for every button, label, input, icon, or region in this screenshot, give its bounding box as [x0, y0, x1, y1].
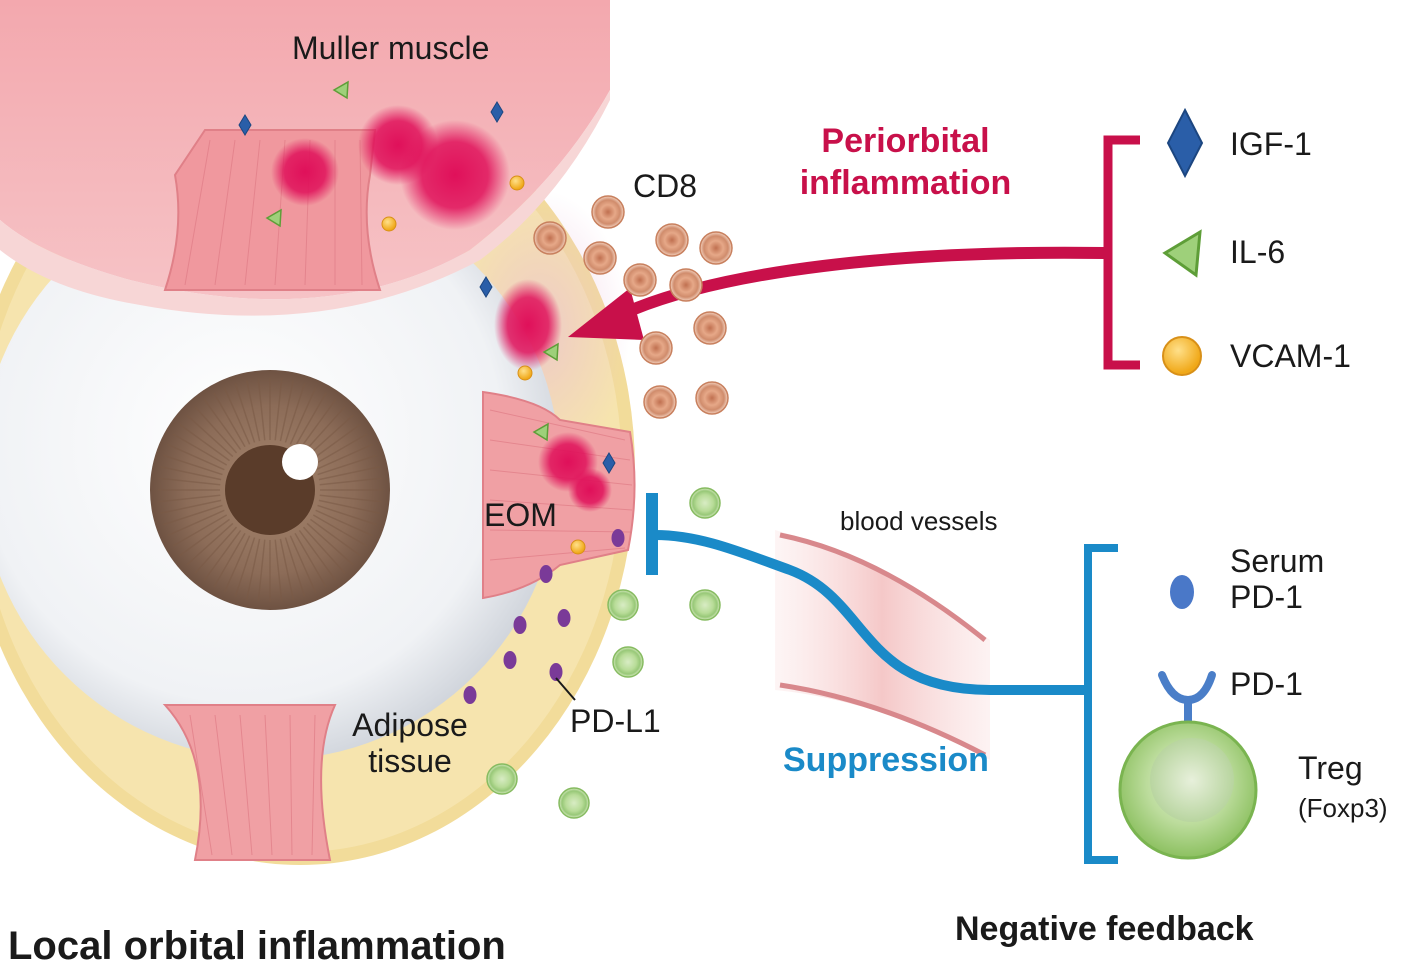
- lower-muscle-shape: [162, 704, 337, 861]
- serum-pd1-icon: [1170, 575, 1194, 609]
- cd8-cell: [533, 221, 567, 255]
- eom-label: EOM: [484, 497, 557, 533]
- iris-fibers: [158, 378, 382, 602]
- cd8-cell: [693, 311, 727, 345]
- legend-igf1-label: IGF-1: [1230, 126, 1312, 162]
- serum-line1: Serum: [1230, 543, 1325, 579]
- periorbital-arrow: [568, 135, 1140, 370]
- serum-line2: PD-1: [1230, 578, 1303, 615]
- treg-cell-icon: [1118, 720, 1258, 860]
- il6-marker: [332, 80, 349, 100]
- legend-foxp3-label: (Foxp3): [1298, 793, 1388, 823]
- periorbital-inflammation-label: Periorbital inflammation: [778, 122, 1033, 202]
- legend-il6-label: IL-6: [1230, 234, 1286, 270]
- igf1-marker: [479, 276, 493, 298]
- pd-l1-dot: [513, 616, 527, 634]
- cd8-cell: [643, 385, 677, 419]
- blood-vessels-label: blood vessels: [840, 506, 998, 536]
- adipose-line2: tissue: [368, 742, 452, 779]
- igf1-marker: [238, 114, 252, 136]
- cd8-cell: [655, 223, 689, 257]
- cd8-cell: [583, 241, 617, 275]
- legend-diamond-icon: [1166, 107, 1204, 179]
- vcam1-marker: [517, 365, 533, 381]
- vcam1-marker: [381, 216, 397, 232]
- cd8-cell: [623, 263, 657, 297]
- green-cell: [612, 646, 644, 678]
- pd-l1-pointer: [555, 677, 576, 701]
- legend-treg-label: Treg: [1298, 750, 1363, 786]
- cd8-cell: [699, 231, 733, 265]
- il6-marker: [542, 342, 559, 362]
- cd8-cell: [669, 268, 703, 302]
- igf1-marker: [602, 452, 616, 474]
- igf1-marker: [490, 101, 504, 123]
- cd8-cell: [591, 195, 625, 229]
- legend-triangle-icon: [1162, 229, 1202, 278]
- green-cell: [558, 787, 590, 819]
- inflamed-adipose-patch: [494, 279, 562, 371]
- legend-vcam1-label: VCAM-1: [1230, 338, 1351, 374]
- vcam1-marker: [570, 539, 586, 555]
- suppression-line: [646, 493, 1118, 864]
- periorbital-inflammation-line2: inflammation: [799, 163, 1012, 202]
- cd8-label: CD8: [633, 168, 698, 204]
- pd-l1-dot: [463, 686, 477, 704]
- il6-marker: [265, 208, 282, 228]
- legend-serum-pd1-label: Serum PD-1: [1230, 543, 1325, 615]
- muller-muscle-label: Muller muscle: [292, 30, 490, 66]
- pd-l1-dot: [539, 565, 553, 583]
- green-cell: [689, 589, 721, 621]
- legend-circle-icon: [1162, 336, 1202, 376]
- pd-l1-dot: [557, 609, 571, 627]
- eom-muscle-shape: [482, 390, 636, 600]
- suppression-label: Suppression: [783, 741, 989, 779]
- blood-vessel-shape: [775, 530, 990, 760]
- green-cell: [486, 763, 518, 795]
- green-cell: [689, 487, 721, 519]
- adipose-line1: Adipose: [352, 707, 468, 743]
- cd8-cell: [639, 331, 673, 365]
- pd-l1-dot: [611, 529, 625, 547]
- local-orbital-inflammation-title: Local orbital inflammation: [8, 924, 506, 968]
- periorbital-inflammation-line1: Periorbital: [821, 122, 990, 160]
- pd1-receptor-icon: [1158, 671, 1216, 722]
- vcam1-marker: [509, 175, 525, 191]
- cd8-cell: [695, 381, 729, 415]
- pd-l1-dot: [503, 651, 517, 669]
- pd-l1-dot: [549, 663, 563, 681]
- green-cell: [607, 589, 639, 621]
- eye-highlight: [282, 444, 318, 480]
- pd-l1-label: PD-L1: [570, 703, 661, 739]
- negative-feedback-title: Negative feedback: [955, 910, 1254, 948]
- adipose-tissue-label: Adipose tissue: [335, 707, 485, 779]
- il6-marker: [532, 422, 549, 442]
- muller-muscle-shape: [0, 0, 610, 316]
- legend-pd1-label: PD-1: [1230, 666, 1303, 702]
